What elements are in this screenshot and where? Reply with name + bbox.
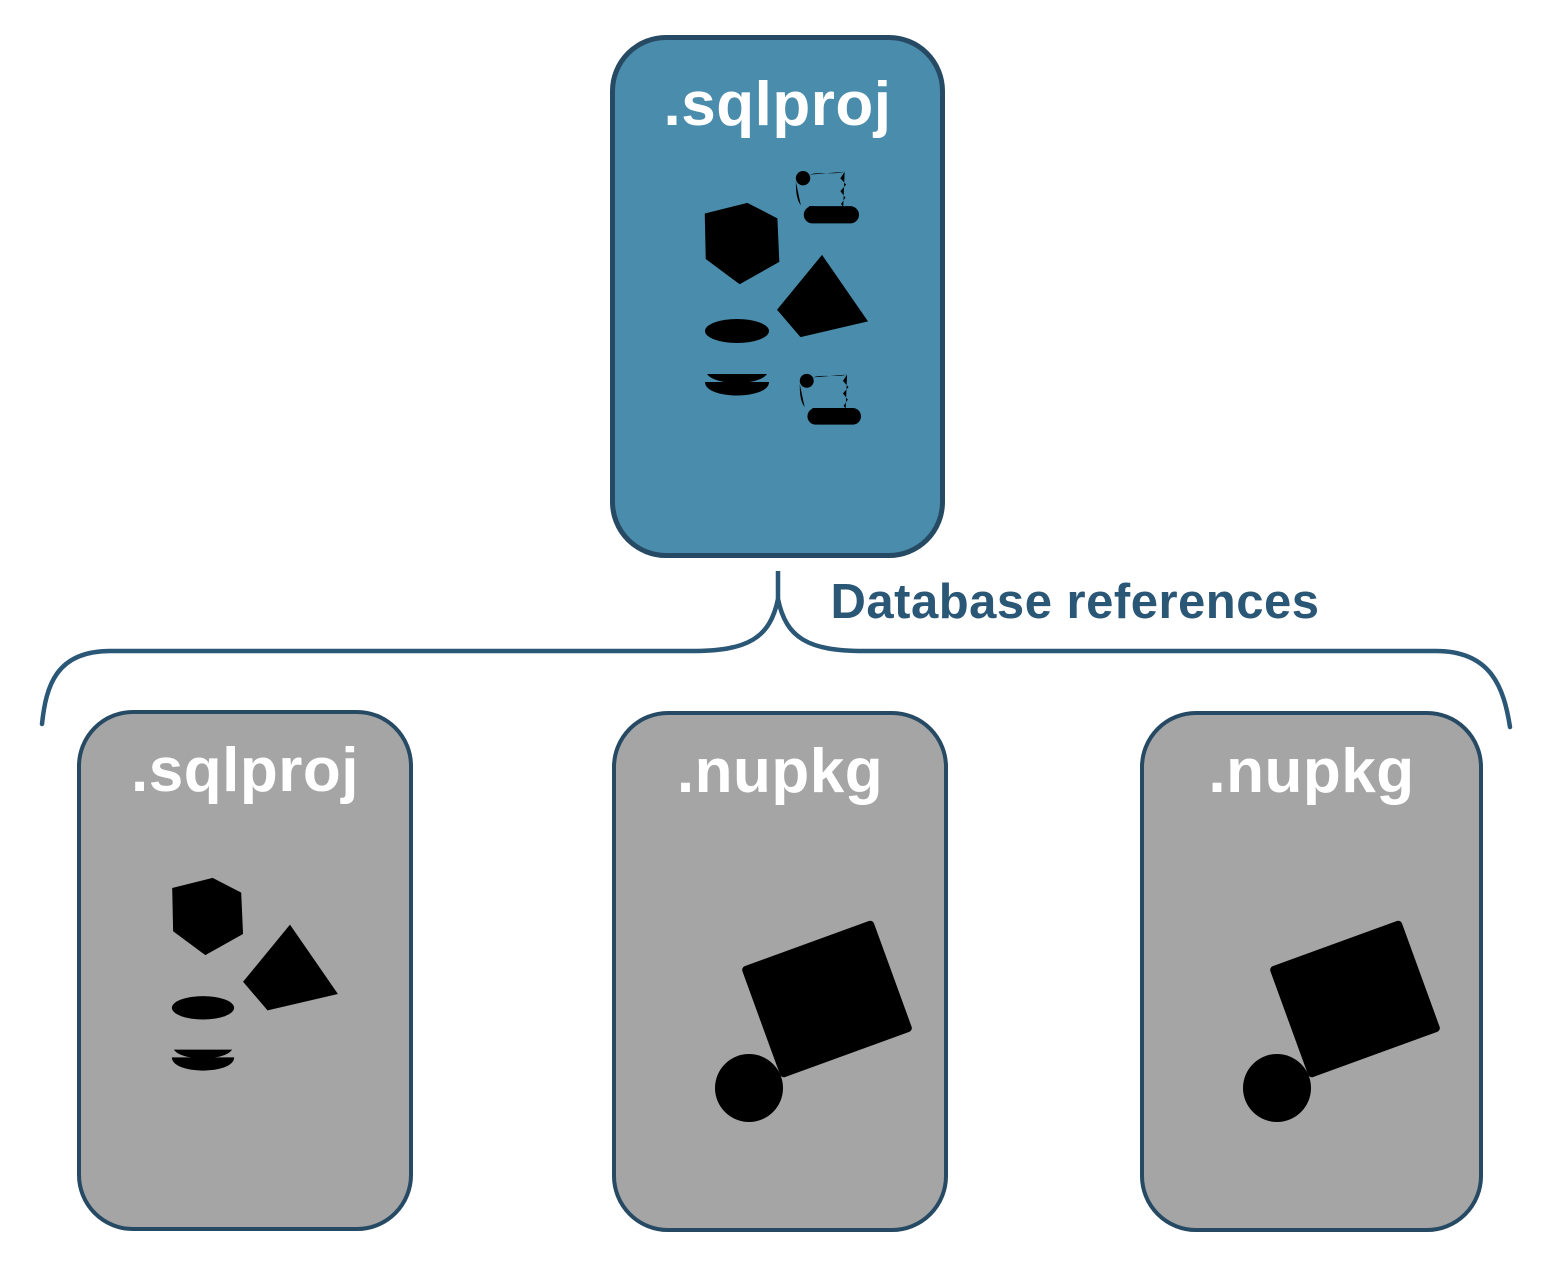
pyramid-icon [243,924,338,1011]
node-card-ref-sqlproj: .sqlproj [77,710,413,1231]
cylinder-icon [171,996,235,1071]
node-card-ref-nupkg-2: .nupkg [1140,711,1483,1232]
scroll-icon [799,373,861,425]
handtruck-package-icon [666,863,913,1122]
node-title: .nupkg [1208,737,1415,806]
node-title: .sqlproj [663,70,892,139]
node-title: .sqlproj [131,736,359,805]
node-card-root-sqlproj: .sqlproj [610,35,945,558]
node-title: .nupkg [676,737,884,806]
node-card-ref-nupkg-1: .nupkg [612,711,948,1232]
handtruck-package-icon [1194,863,1441,1122]
connector-label: Database references [830,575,1320,629]
cylinder-icon [705,319,769,396]
scroll-icon [795,171,859,224]
pyramid-icon [777,254,868,338]
